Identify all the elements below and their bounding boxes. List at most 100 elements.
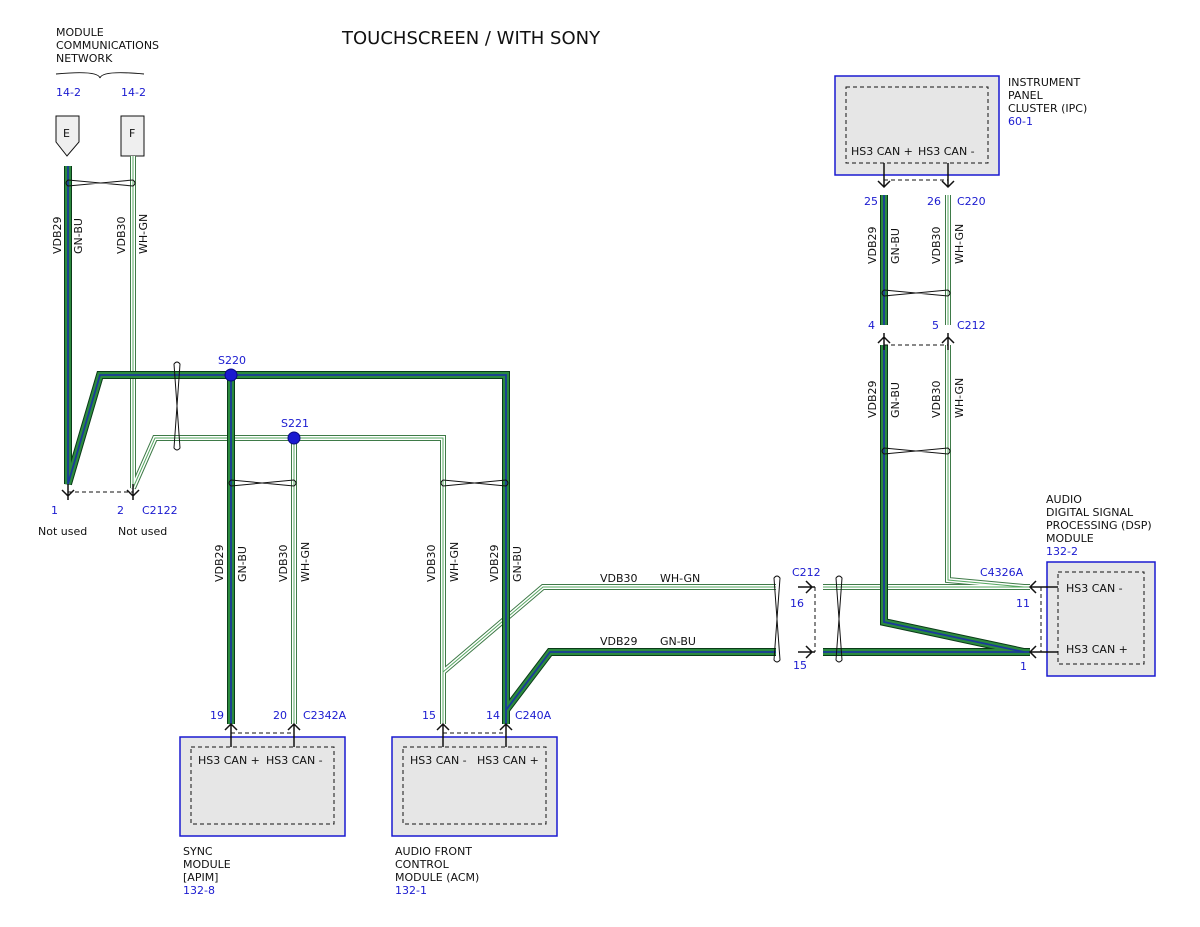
acm-ref[interactable]: 132-1 <box>395 884 427 897</box>
acm-connector: C240A <box>515 709 552 722</box>
sync-terminal-b: HS3 CAN - <box>266 754 323 767</box>
wire-labels-horizontal: VDB30 WH-GN VDB29 GN-BU <box>600 572 700 648</box>
wire-label-circuit: VDB29 <box>866 380 879 418</box>
ipc-pin-b: 26 <box>927 195 941 208</box>
ipc-terminal-b: HS3 CAN - <box>918 145 975 158</box>
acm-module[interactable]: 15 14 C240A HS3 CAN - HS3 CAN + AUDIO FR… <box>391 709 558 897</box>
pin-arrow-icon <box>941 333 955 350</box>
wire-label-color: GN-BU <box>889 228 902 264</box>
dsp-terminal-a: HS3 CAN - <box>1066 582 1123 595</box>
pin-arrow-icon <box>224 722 238 747</box>
splice-s221-label: S221 <box>281 417 309 430</box>
ipc-connector: C220 <box>957 195 986 208</box>
dsp-terminal-b: HS3 CAN + <box>1066 643 1128 656</box>
pin-arrow-icon <box>61 484 75 500</box>
c2122-pin-1-note: Not used <box>38 525 87 538</box>
pin-arrow-icon <box>436 722 450 747</box>
wire-label-color: GN-BU <box>236 546 249 582</box>
wire-label-circuit: VDB30 <box>115 216 128 254</box>
splice-s220[interactable]: S220 <box>218 354 246 382</box>
splice-s221[interactable]: S221 <box>281 417 309 445</box>
ipc-module[interactable]: HS3 CAN + HS3 CAN - 25 26 C220 INSTRUMEN… <box>834 75 1087 208</box>
flag-e[interactable]: E <box>55 115 80 157</box>
network-ref-f[interactable]: 14-2 <box>121 86 146 99</box>
wire-label-color: WH-GN <box>299 542 312 582</box>
connector-c212-lower[interactable]: C212 16 15 <box>790 566 821 672</box>
wire-label-color: WH-GN <box>660 572 700 585</box>
diagram-title: TOUCHSCREEN / WITH SONY <box>341 28 601 49</box>
dsp-name-line-2: DIGITAL SIGNAL <box>1046 506 1134 519</box>
wire-label-circuit: VDB29 <box>600 635 638 648</box>
wire-label-color: WH-GN <box>953 224 966 264</box>
sync-pin-b: 20 <box>273 709 287 722</box>
pin-arrow-icon <box>877 333 891 350</box>
wire-label-circuit: VDB29 <box>488 544 501 582</box>
wire-label-color: WH-GN <box>448 542 461 582</box>
wire-label-circuit: VDB30 <box>425 544 438 582</box>
twist-marker <box>440 479 509 487</box>
wire-label-color: GN-BU <box>511 546 524 582</box>
sync-ref[interactable]: 132-8 <box>183 884 215 897</box>
acm-pin-a: 15 <box>422 709 436 722</box>
pin-arrow-icon <box>798 645 815 659</box>
wire-vdb29-gn-bu[interactable] <box>64 166 1030 724</box>
c212-upper-pin-b: 5 <box>932 319 939 332</box>
dsp-connector: C4326A <box>980 566 1024 579</box>
pin-arrow-icon <box>126 484 140 500</box>
ipc-name-line-2: PANEL <box>1008 89 1044 102</box>
splice-s220-label: S220 <box>218 354 246 367</box>
c2122-pin-2-note: Not used <box>118 525 167 538</box>
twist-marker <box>173 361 181 451</box>
sync-module[interactable]: 19 20 C2342A HS3 CAN + HS3 CAN - SYNC MO… <box>179 709 347 897</box>
c212-lower-pin-b: 15 <box>793 659 807 672</box>
ipc-pin-a: 25 <box>864 195 878 208</box>
c2122-pin-1: 1 <box>51 504 58 517</box>
c212-lower-pin-a: 16 <box>790 597 804 610</box>
network-label-line-1: MODULE <box>56 26 104 39</box>
connector-c2122[interactable]: 1 2 C2122 Not used Not used <box>38 484 178 538</box>
c2122-pin-2: 2 <box>117 504 124 517</box>
dsp-ref[interactable]: 132-2 <box>1046 545 1078 558</box>
dsp-name-line-3: PROCESSING (DSP) <box>1046 519 1152 532</box>
sync-name-line-1: SYNC <box>183 845 213 858</box>
pin-arrow-icon <box>1028 580 1058 594</box>
wire-label-circuit: VDB30 <box>600 572 638 585</box>
wire-label-color: WH-GN <box>137 214 150 254</box>
pin-arrow-icon <box>1028 645 1058 659</box>
sync-connector: C2342A <box>303 709 347 722</box>
network-label-line-2: COMMUNICATIONS <box>56 39 159 52</box>
twist-marker <box>65 179 136 187</box>
twist-marker <box>773 575 781 663</box>
acm-name-line-3: MODULE (ACM) <box>395 871 479 884</box>
dsp-pin-b: 1 <box>1020 660 1027 673</box>
network-label-line-3: NETWORK <box>56 52 113 65</box>
pin-arrow-icon <box>877 163 891 189</box>
twist-marker <box>881 447 951 455</box>
pin-arrow-icon <box>798 580 815 594</box>
c212-upper-pin-a: 4 <box>868 319 875 332</box>
pin-arrow-icon <box>941 163 955 189</box>
dsp-module[interactable]: HS3 CAN - HS3 CAN + 11 1 C4326A AUDIO DI… <box>980 493 1156 677</box>
acm-name-line-1: AUDIO FRONT <box>395 845 472 858</box>
acm-pin-b: 14 <box>486 709 500 722</box>
twist-marker <box>881 289 951 297</box>
ipc-ref[interactable]: 60-1 <box>1008 115 1033 128</box>
connector-c212-upper[interactable]: 4 5 C212 <box>868 319 986 350</box>
wire-label-color: GN-BU <box>889 382 902 418</box>
wire-label-color: WH-GN <box>953 378 966 418</box>
ipc-name-line-3: CLUSTER (IPC) <box>1008 102 1087 115</box>
wire-label-color: GN-BU <box>72 218 85 254</box>
sync-name-line-2: MODULE <box>183 858 231 871</box>
ipc-name-line-1: INSTRUMENT <box>1008 76 1081 89</box>
network-ref-e[interactable]: 14-2 <box>56 86 81 99</box>
sync-name-line-3: [APIM] <box>183 871 218 884</box>
wire-label-circuit: VDB30 <box>930 380 943 418</box>
flag-f[interactable]: F <box>120 115 145 157</box>
sync-pin-a: 19 <box>210 709 224 722</box>
twist-markers <box>65 179 951 663</box>
twist-marker <box>228 479 297 487</box>
twist-marker <box>835 575 843 663</box>
flag-e-label: E <box>63 127 70 140</box>
sync-terminal-a: HS3 CAN + <box>198 754 260 767</box>
